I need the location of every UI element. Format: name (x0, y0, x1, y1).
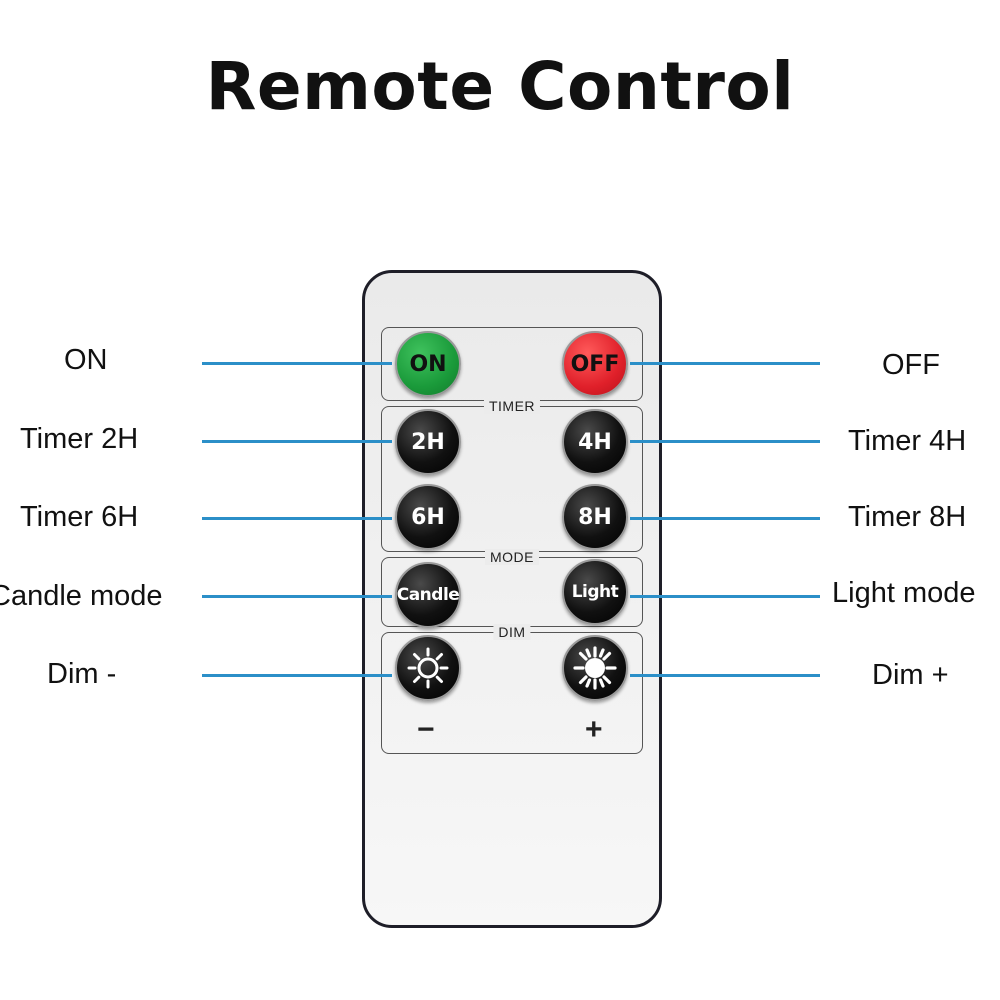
timer-8h-button[interactable]: 8H (562, 484, 628, 550)
timer-2h-button[interactable]: 2H (395, 409, 461, 475)
sun-filled-icon (573, 646, 617, 690)
mode-panel-label: MODE (485, 549, 539, 565)
callout-line-off (630, 362, 820, 365)
callout-line-timer-6h (202, 517, 392, 520)
timer-6h-button[interactable]: 6H (395, 484, 461, 550)
callout-label-dim-plus: Dim + (872, 659, 949, 691)
timer-4h-button[interactable]: 4H (562, 409, 628, 475)
callout-label-timer-2h: Timer 2H (20, 423, 139, 455)
remote-control-body: TIMER MODE DIM ON OFF 2H 4H 6H 8H Candle… (362, 270, 662, 928)
callout-line-timer-4h (630, 440, 820, 443)
callout-label-off: OFF (882, 349, 940, 381)
callout-line-light-mode (630, 595, 820, 598)
dim-plus-sign: + (585, 713, 603, 746)
callout-label-light-mode: Light mode (832, 577, 976, 609)
off-button[interactable]: OFF (562, 331, 628, 397)
callout-label-timer-4h: Timer 4H (848, 425, 967, 457)
light-mode-button[interactable]: Light (562, 559, 628, 625)
callout-line-on (202, 362, 392, 365)
callout-label-candle-mode: Candle mode (0, 580, 163, 612)
callout-label-dim-minus: Dim - (47, 658, 117, 690)
callout-line-candle-mode (202, 595, 392, 598)
callout-line-dim-plus (630, 674, 820, 677)
dim-minus-sign: − (417, 713, 435, 746)
on-button[interactable]: ON (395, 331, 461, 397)
candle-mode-button[interactable]: Candle (395, 562, 461, 628)
callout-label-timer-6h: Timer 6H (20, 501, 139, 533)
dim-panel: DIM (381, 624, 643, 754)
callout-line-dim-minus (202, 674, 392, 677)
callout-line-timer-8h (630, 517, 820, 520)
dim-panel-label: DIM (493, 624, 531, 640)
sun-outline-icon (407, 647, 449, 689)
dim-minus-button[interactable] (395, 635, 461, 701)
callout-label-timer-8h: Timer 8H (848, 501, 967, 533)
timer-panel-label: TIMER (483, 398, 541, 414)
dim-plus-button[interactable] (562, 635, 628, 701)
callout-label-on: ON (64, 344, 108, 376)
page-title: Remote Control (205, 48, 795, 125)
callout-line-timer-2h (202, 440, 392, 443)
